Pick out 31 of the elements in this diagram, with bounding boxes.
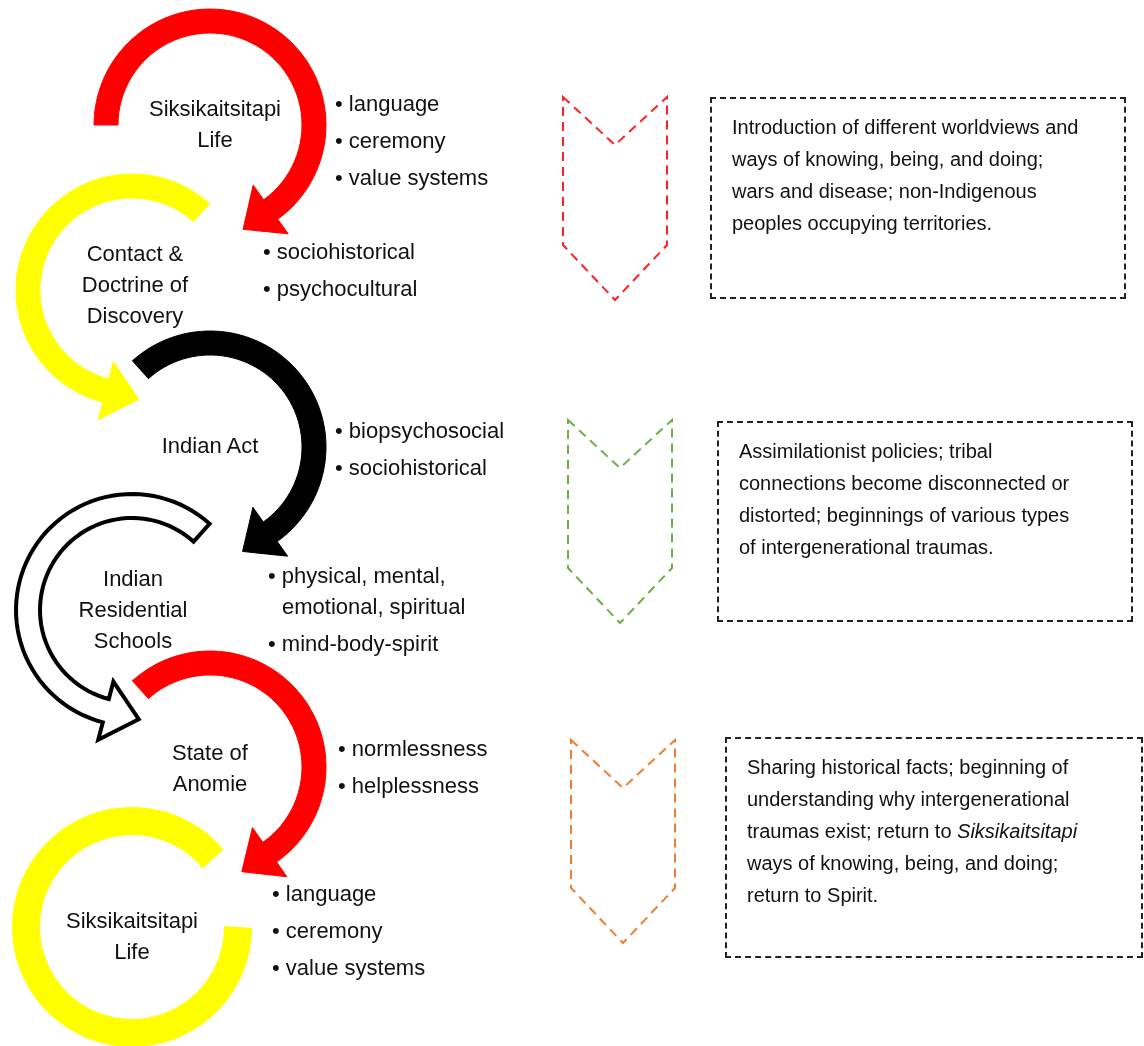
- curved-arrow: [131, 330, 327, 557]
- bullet-item: • biopsychosocial: [335, 417, 506, 445]
- curved-arrow: [14, 492, 213, 744]
- bullet-item: • helplessness: [338, 772, 480, 800]
- curved-arrow: [131, 650, 327, 878]
- bullet-item: • value systems: [272, 954, 427, 982]
- stage-label: Contact & Doctrine of Discovery: [80, 240, 190, 330]
- stage-label: Siksikaitsitapi Life: [64, 907, 199, 966]
- bullet-item: • sociohistorical: [335, 454, 488, 482]
- dashed-text-box: [725, 737, 1143, 958]
- bullet-item: • ceremony: [335, 127, 447, 155]
- dashed-text-box: [717, 421, 1133, 622]
- bullet-item: • sociohistorical: [263, 238, 416, 266]
- dashed-text-box: [710, 97, 1126, 299]
- description-text: Assimilationist policies; tribal connections become disconnected or distorted; beginnings of various types of intergenerational traumas.: [739, 440, 1070, 558]
- bullet-item: • mind-body-spirit: [268, 630, 440, 658]
- bullet-item: • psychocultural: [263, 275, 419, 303]
- bullet-item: • language: [272, 880, 378, 908]
- description-text: Sharing historical facts; beginning of understanding why intergenerational traumas exist; return to Siksikaitsitapi ways of knowing, being, and doing; return to Spirit.: [747, 756, 1078, 906]
- stage-label: Indian Residential Schools: [77, 565, 189, 655]
- curved-arrow: [15, 173, 211, 421]
- bullet-item: • value systems: [335, 164, 490, 192]
- curved-arrow: [93, 8, 327, 235]
- stage-label: Siksikaitsitapi Life: [147, 95, 282, 154]
- bullet-item: • normlessness: [338, 735, 489, 763]
- stage-label: Indian Act: [160, 432, 260, 460]
- stage-label: State of Anomie: [171, 739, 249, 798]
- bullet-item: • language: [335, 90, 441, 118]
- bullet-item: • ceremony: [272, 917, 384, 945]
- description-text: Introduction of different worldviews and ways of knowing, being, and doing; wars and disease; non-Indigenous peoples occupying territories.: [732, 116, 1079, 234]
- bullet-item: • physical, mental, emotional, spiritual: [268, 562, 467, 621]
